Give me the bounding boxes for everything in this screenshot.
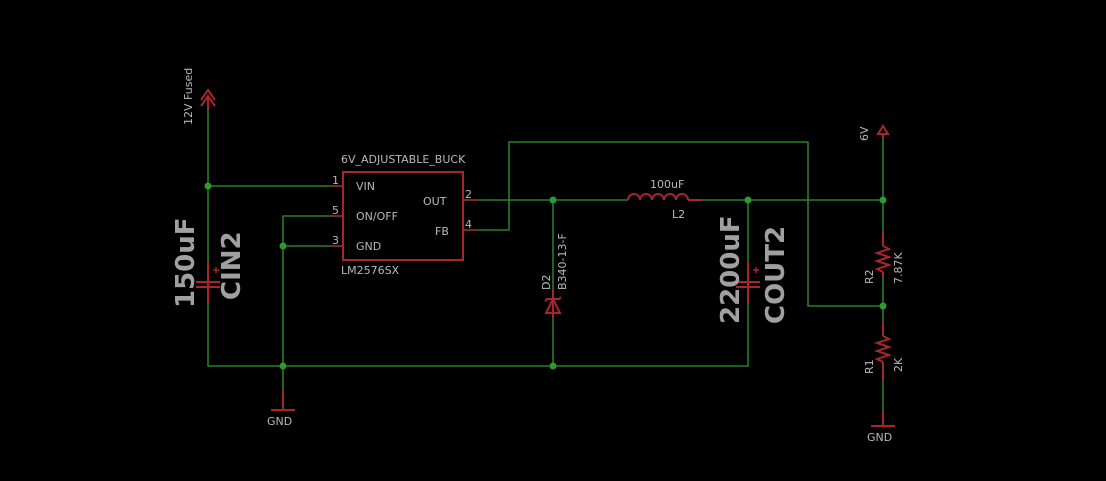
supply-6v-label: 6V (858, 126, 871, 141)
ic-value: LM2576SX (341, 264, 400, 277)
junction (279, 362, 287, 370)
junction (204, 182, 212, 190)
junction (549, 196, 557, 204)
cout2-name: COUT2 (761, 226, 791, 324)
resistor-r2-icon[interactable] (873, 232, 893, 278)
gnd2-label: GND (867, 431, 892, 444)
junction (879, 196, 887, 204)
resistor-r2-value: 7.87K (892, 252, 905, 284)
resistor-r1-value: 2K (892, 357, 905, 372)
ic-name: 6V_ADJUSTABLE_BUCK (341, 153, 466, 166)
supply-12v-icon[interactable] (200, 88, 216, 110)
junction (549, 362, 557, 370)
diode-d2-icon[interactable] (544, 290, 562, 318)
ic-lm2576[interactable] (331, 171, 477, 261)
wire-cin-bottom[interactable] (207, 304, 749, 367)
ic-pin-name: GND (356, 240, 381, 253)
junction (279, 242, 287, 250)
ic-pin-num: 3 (332, 234, 339, 247)
gnd1-label: GND (267, 415, 292, 428)
capacitor-cin2-icon[interactable] (196, 262, 220, 304)
supply-12v-label: 12V Fused (182, 68, 195, 125)
ic-pin-name: OUT (423, 195, 447, 208)
ic-pin-num: 2 (465, 188, 472, 201)
ic-pin-num: 4 (465, 218, 472, 231)
wire-12v-vin[interactable] (207, 110, 343, 187)
supply-6v-icon[interactable] (876, 124, 890, 138)
resistor-r1-name: R1 (863, 359, 876, 374)
ic-pin-num: 5 (332, 204, 339, 217)
resistor-r1-icon[interactable] (873, 322, 893, 380)
inductor-l2-icon[interactable] (627, 193, 702, 201)
ic-pin-name: FB (435, 225, 449, 238)
ic-pin-num: 1 (332, 174, 339, 187)
junctions (204, 182, 887, 370)
wire-fb[interactable] (463, 141, 883, 307)
junction (879, 302, 887, 310)
capacitor-cout2-icon[interactable] (736, 262, 760, 304)
ground-icon[interactable] (871, 412, 895, 427)
wire-onoff-gnd[interactable] (282, 215, 343, 390)
resistor-r2-name: R2 (863, 269, 876, 284)
cin2-name: CIN2 (217, 231, 247, 300)
cin2-value: 150uF (171, 217, 201, 308)
ic-pin-name: ON/OFF (356, 210, 398, 223)
inductor-l2-value: 100uF (650, 178, 684, 191)
ground-icon[interactable] (271, 390, 295, 411)
cout2-value: 2200uF (716, 215, 746, 324)
inductor-l2-name: L2 (672, 208, 685, 221)
junction (744, 196, 752, 204)
diode-d2-name: D2 (540, 275, 553, 290)
diode-d2-value: B340-13-F (556, 233, 569, 290)
ic-pin-name: VIN (356, 180, 375, 193)
